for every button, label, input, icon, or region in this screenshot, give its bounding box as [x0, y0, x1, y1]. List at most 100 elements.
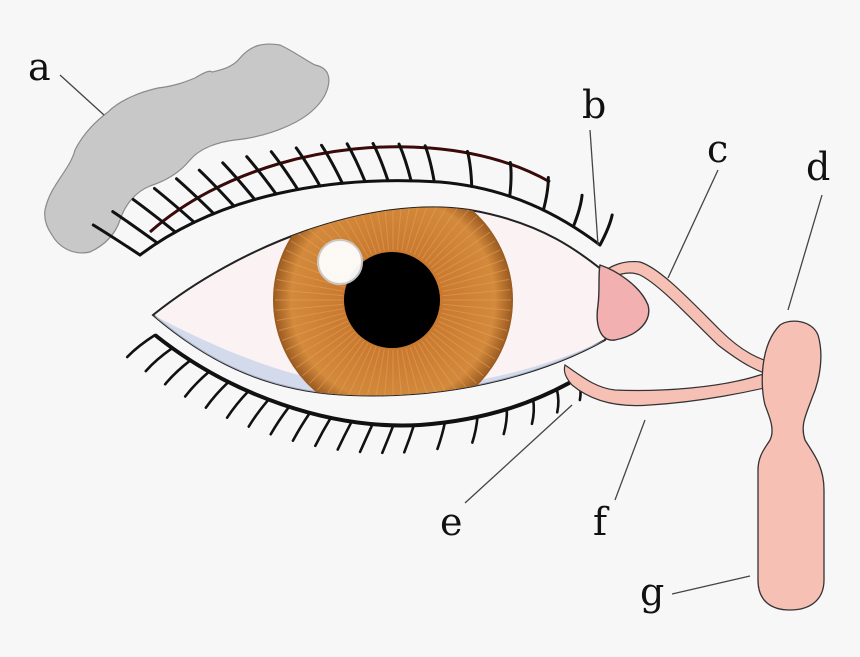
iris-ray: [430, 331, 484, 377]
lower-eyelash: [336, 420, 353, 451]
lower-eyelash: [163, 359, 192, 386]
iris-ray: [433, 231, 490, 272]
iris-ray: [361, 348, 381, 396]
upper-eyelash: [371, 141, 390, 183]
lower-eyelash: [380, 424, 395, 455]
upper-eyelash: [508, 160, 513, 198]
iris-ray: [396, 207, 404, 251]
label-e: e: [440, 500, 463, 544]
iris-ray: [401, 207, 414, 251]
iris-ray: [372, 207, 385, 251]
label-a: a: [28, 45, 51, 89]
upper-eyelash: [345, 142, 367, 184]
lacrimal-sac: [757, 320, 825, 611]
lower-eyelash: [125, 333, 157, 359]
eye-highlight: [317, 239, 363, 285]
lower-eyelash: [225, 389, 250, 419]
upper-eyelash: [111, 210, 159, 245]
iris-ray: [439, 316, 505, 341]
lacrimal-gland: [44, 43, 330, 254]
upper-eyelash: [197, 168, 236, 208]
lower-eyelash: [247, 398, 270, 428]
iris-ray: [421, 207, 462, 260]
upper-eyelash: [91, 223, 142, 257]
iris-ray: [278, 312, 345, 332]
iris-ray: [302, 331, 356, 377]
lower-canaliculus: [563, 364, 786, 407]
iris-ray: [372, 349, 385, 396]
iris-ray: [342, 345, 373, 396]
iris-ray: [413, 345, 444, 396]
iris-ray: [413, 207, 444, 255]
iris-ray: [430, 223, 484, 269]
caruncle: [596, 264, 650, 341]
upper-eyelash: [465, 149, 474, 188]
label-f: f: [593, 500, 610, 544]
lower-eyelash: [402, 423, 416, 454]
upper-eyelash: [269, 150, 300, 191]
lower-eyelash: [436, 421, 447, 451]
iris-ray: [438, 249, 501, 280]
iris-ray: [438, 320, 501, 351]
leader-a: [59, 74, 105, 116]
leader-e: [464, 404, 573, 504]
lower-eyelashes: [125, 333, 582, 455]
iris-ray: [401, 349, 414, 396]
iris-ray: [290, 324, 350, 360]
iris-ray: [409, 346, 434, 396]
upper-eyelash: [221, 161, 257, 202]
lower-eyelash: [269, 405, 291, 436]
iris-ray: [442, 303, 511, 311]
leader-g: [671, 575, 751, 595]
upper-eyelash: [152, 186, 196, 224]
lower-eyelash: [530, 398, 536, 426]
upper-eyelash: [175, 177, 216, 216]
iris-ray: [436, 240, 496, 276]
iris-ray: [276, 279, 344, 292]
iris-ray: [424, 337, 470, 391]
iris-ray: [405, 348, 425, 396]
lower-eyelash: [314, 416, 333, 448]
lower-eyelash: [471, 415, 479, 444]
upper-eyelashes: [91, 141, 614, 257]
iris-ray: [382, 349, 390, 396]
iris-ray: [396, 349, 404, 396]
iris-ray: [405, 207, 425, 252]
lower-eyelash: [183, 370, 211, 398]
upper-eyelash: [397, 142, 413, 183]
iris-ray: [439, 259, 505, 284]
iris-ray: [428, 335, 477, 384]
lower-lid-line: [153, 333, 580, 428]
iris-ray: [324, 340, 365, 396]
upper-eyelash: [320, 143, 344, 185]
leader-f: [614, 419, 646, 501]
iris-ray: [442, 279, 510, 292]
upper-eyelash: [571, 193, 584, 229]
iris-ray: [285, 320, 348, 351]
iris-ray: [276, 308, 344, 321]
lower-eyelash: [144, 346, 174, 373]
pupil: [344, 252, 440, 348]
iris-ray: [342, 207, 373, 255]
iris-ray: [441, 268, 508, 288]
upper-lid-line: [139, 179, 601, 257]
iris-ray: [421, 340, 462, 396]
lower-eyelash: [204, 380, 230, 409]
leader-b: [589, 129, 599, 246]
iris-ray: [275, 289, 344, 297]
upper-eyelash: [423, 144, 436, 184]
iris-ray: [424, 209, 470, 263]
iris-ray: [442, 308, 510, 321]
iris-ray: [352, 207, 377, 254]
leader-c: [667, 169, 719, 279]
upper-eyelash: [541, 175, 550, 212]
iris-ray: [433, 328, 490, 369]
label-b: b: [582, 83, 606, 127]
iris-ray: [409, 207, 434, 254]
iris-ray: [296, 328, 353, 369]
iris-ray: [382, 207, 390, 251]
iris-ray: [333, 343, 369, 396]
lower-eyelash: [555, 388, 560, 414]
